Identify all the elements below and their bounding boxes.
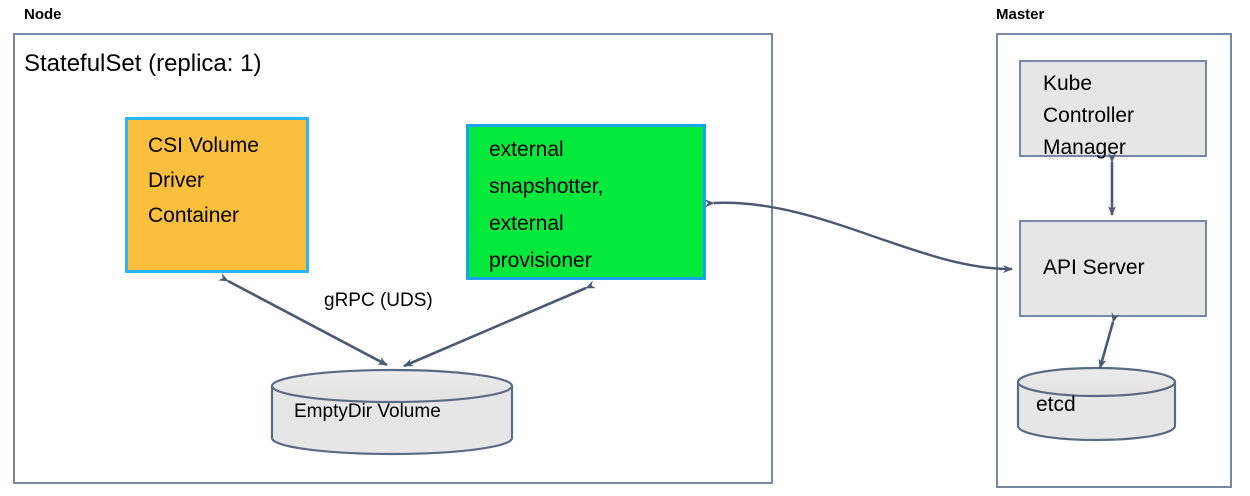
box-csi-volume-driver-container[interactable]: CSI Volume Driver Container bbox=[125, 117, 309, 273]
cylinder-label-etcd: etcd bbox=[1036, 393, 1076, 416]
cylinder-label-emptydir-volume: EmptyDir Volume bbox=[294, 401, 441, 422]
box-kube-controller-manager[interactable]: Kube Controller Manager bbox=[1019, 60, 1207, 159]
box-external-snapshotter-provisioner[interactable]: external snapshotter, external provision… bbox=[466, 124, 706, 280]
box-label-kube-controller-manager: Kube Controller Manager bbox=[1043, 72, 1135, 159]
edge-label-grpc-uds: gRPC (UDS) bbox=[324, 290, 433, 311]
statefulset-title: StatefulSet (replica: 1) bbox=[24, 50, 262, 77]
box-api-server[interactable]: API Server bbox=[1019, 220, 1207, 317]
group-label-master: Master bbox=[996, 6, 1045, 23]
box-label-external-snapshotter-provisioner: external snapshotter, external provision… bbox=[489, 138, 604, 272]
box-label-csi-volume-driver-container: CSI Volume Driver Container bbox=[148, 134, 259, 227]
group-label-node: Node bbox=[24, 6, 62, 23]
box-label-api-server: API Server bbox=[1043, 256, 1145, 279]
